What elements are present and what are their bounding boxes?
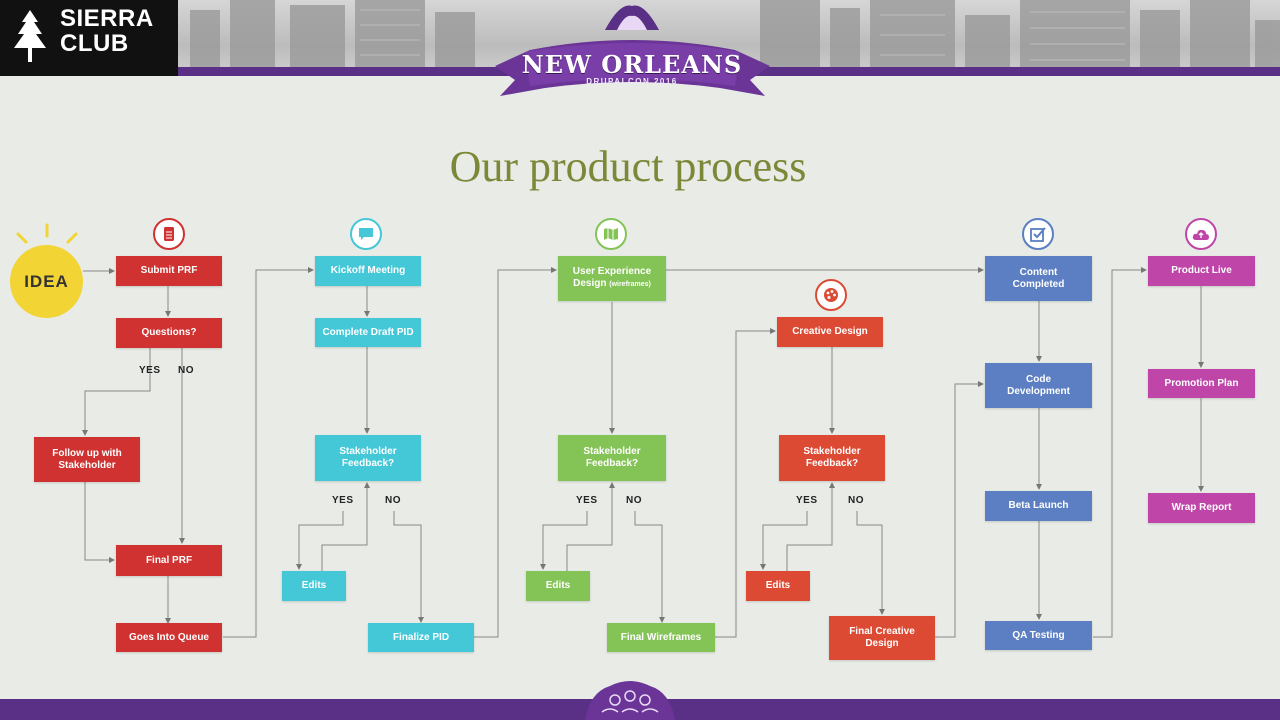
beta-launch-box: Beta Launch [985, 491, 1092, 521]
follow-up-label: Follow up with Stakeholder [52, 447, 122, 471]
feedback-2-no-label: NO [626, 495, 642, 506]
idea-circle: IDEA [10, 245, 83, 318]
stakeholder-feedback-box-1: Stakeholder Feedback? [315, 435, 421, 481]
banner-subtitle: DRUPALCON 2016 [586, 77, 678, 86]
map-icon [595, 218, 627, 250]
content-completed-box: Content Completed [985, 256, 1092, 301]
footer-ornament-icon [585, 681, 675, 720]
wrap-report-box: Wrap Report [1148, 493, 1255, 523]
logo-text: SIERRA CLUB [60, 6, 154, 56]
qa-testing-box: QA Testing [985, 621, 1092, 650]
complete-draft-pid-box: Complete Draft PID [315, 318, 421, 347]
checkbox-icon [1022, 218, 1054, 250]
banner-title: NEW ORLEANS [521, 50, 743, 79]
stakeholder-feedback-label-3: Stakeholder Feedback? [803, 446, 861, 469]
follow-up-box: Follow up with Stakeholder [34, 437, 140, 482]
edits-box-3: Edits [746, 571, 810, 601]
document-icon [153, 218, 185, 250]
feedback-1-no-label: NO [385, 495, 401, 506]
stakeholder-feedback-box-3: Stakeholder Feedback? [779, 435, 885, 481]
finalize-pid-box: Finalize PID [368, 623, 474, 652]
questions-box: Questions? [116, 318, 222, 348]
drupalcon-banner [495, 5, 770, 96]
code-development-box: Code Development [985, 363, 1092, 408]
feedback-1-yes-label: YES [332, 495, 354, 506]
page-title: Our product process [449, 142, 807, 191]
edits-box-2: Edits [526, 571, 590, 601]
sierra-club-logo: SIERRA CLUB [0, 0, 178, 76]
stakeholder-feedback-label-1: Stakeholder Feedback? [339, 446, 397, 469]
feedback-2-yes-label: YES [576, 495, 598, 506]
stakeholder-feedback-box-2: Stakeholder Feedback? [558, 435, 666, 481]
ux-design-label: User Experience Design [572, 266, 652, 289]
sun-rays-icon [16, 223, 78, 244]
edits-box-1: Edits [282, 571, 346, 601]
goes-into-queue-box: Goes Into Queue [116, 623, 222, 652]
questions-yes-label: YES [139, 365, 161, 376]
submit-prf-box: Submit PRF [116, 256, 222, 286]
code-development-label: Code Development [1007, 373, 1070, 397]
creative-design-box: Creative Design [777, 317, 883, 347]
content-completed-label: Content Completed [1012, 266, 1065, 290]
logo-line-2: CLUB [60, 30, 129, 57]
questions-no-label: NO [178, 365, 194, 376]
chat-bubble-icon [350, 218, 382, 250]
feedback-3-no-label: NO [848, 495, 864, 506]
kickoff-meeting-box: Kickoff Meeting [315, 256, 421, 286]
final-creative-design-box: Final Creative Design [829, 616, 935, 660]
stakeholder-feedback-label-2: Stakeholder Feedback? [583, 446, 641, 469]
final-prf-box: Final PRF [116, 545, 222, 576]
tree-icon [14, 10, 46, 62]
feedback-3-yes-label: YES [796, 495, 818, 506]
ux-design-box: User Experience Design (wireframes) [558, 256, 666, 301]
logo-line-1: SIERRA [60, 5, 154, 32]
final-creative-design-label: Final Creative Design [849, 626, 915, 649]
ux-design-sublabel: (wireframes) [609, 281, 651, 288]
palette-icon [815, 279, 847, 311]
product-live-box: Product Live [1148, 256, 1255, 286]
skyline-illustration [190, 0, 1280, 70]
promotion-plan-box: Promotion Plan [1148, 369, 1255, 398]
cloud-upload-icon [1185, 218, 1217, 250]
final-wireframes-box: Final Wireframes [607, 623, 715, 652]
